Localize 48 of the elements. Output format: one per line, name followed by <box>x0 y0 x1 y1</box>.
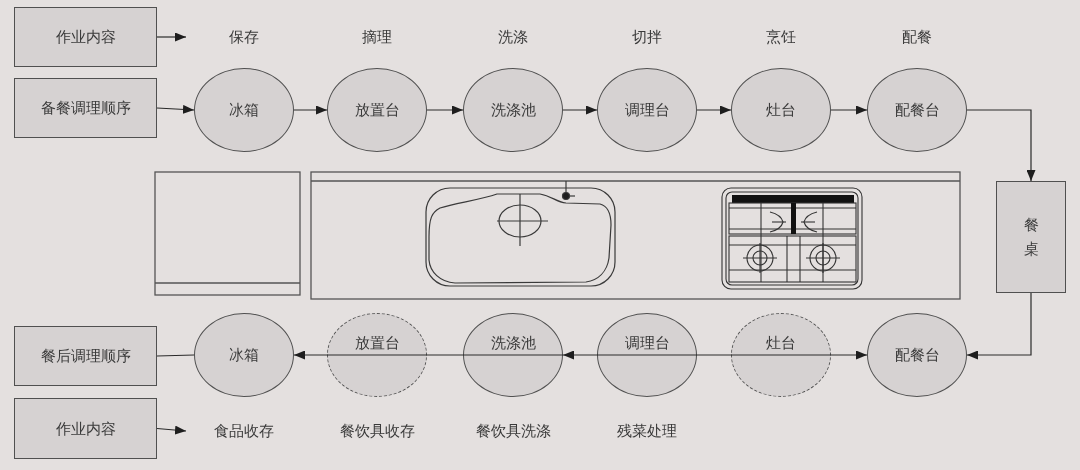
station-name: 配餐台 <box>894 100 940 120</box>
arrow <box>562 350 698 360</box>
connector-line <box>426 354 564 356</box>
row-header-text: 作业内容 <box>55 418 116 439</box>
station-name: 灶台 <box>766 333 796 353</box>
arrow <box>426 105 464 115</box>
station-name: 放置台 <box>354 100 400 120</box>
task-label: 烹饪 <box>766 27 796 47</box>
station-name: 冰箱 <box>229 100 259 120</box>
task-label: 餐饮具收存 <box>339 421 415 441</box>
arrow <box>966 109 1036 182</box>
row-header-text: 餐后调理顺序 <box>40 346 131 366</box>
arrow <box>156 104 195 114</box>
task-label: 摘理 <box>362 27 392 47</box>
row-header-box <box>14 7 157 67</box>
station-name: 放置台 <box>354 333 400 353</box>
arrow <box>156 425 187 435</box>
row-header-text: 作业内容 <box>55 27 116 47</box>
dining-table-box <box>996 181 1066 293</box>
task-label: 保存 <box>229 27 259 47</box>
arrow <box>730 350 868 360</box>
station-name: 洗涤池 <box>490 100 536 120</box>
connector-line <box>696 354 732 356</box>
task-label: 残菜处理 <box>617 421 677 441</box>
task-label: 餐饮具洗涤 <box>475 421 551 441</box>
row-header-box <box>14 326 157 386</box>
task-label: 切拌 <box>632 27 662 47</box>
row-header-box <box>14 398 157 459</box>
connector-line <box>156 354 195 357</box>
arrow <box>696 105 732 115</box>
station-name: 灶台 <box>766 100 796 120</box>
arrow <box>293 105 328 115</box>
station-name: 冰箱 <box>229 345 259 365</box>
dining-table-text: 餐桌 <box>1023 215 1039 260</box>
arrow <box>966 292 1032 360</box>
row-header-text: 备餐调理顺序 <box>40 98 131 118</box>
row-header-box <box>14 78 157 138</box>
arrow <box>830 105 868 115</box>
task-label: 洗涤 <box>498 27 528 47</box>
arrow <box>156 32 187 42</box>
station-name: 调理台 <box>624 100 670 120</box>
arrow <box>562 105 598 115</box>
station-name: 配餐台 <box>894 345 940 365</box>
station-name: 洗涤池 <box>490 333 536 353</box>
station-name: 调理台 <box>624 333 670 353</box>
arrow <box>293 350 428 360</box>
task-label: 食品收存 <box>214 421 274 441</box>
task-label: 配餐 <box>902 27 932 47</box>
